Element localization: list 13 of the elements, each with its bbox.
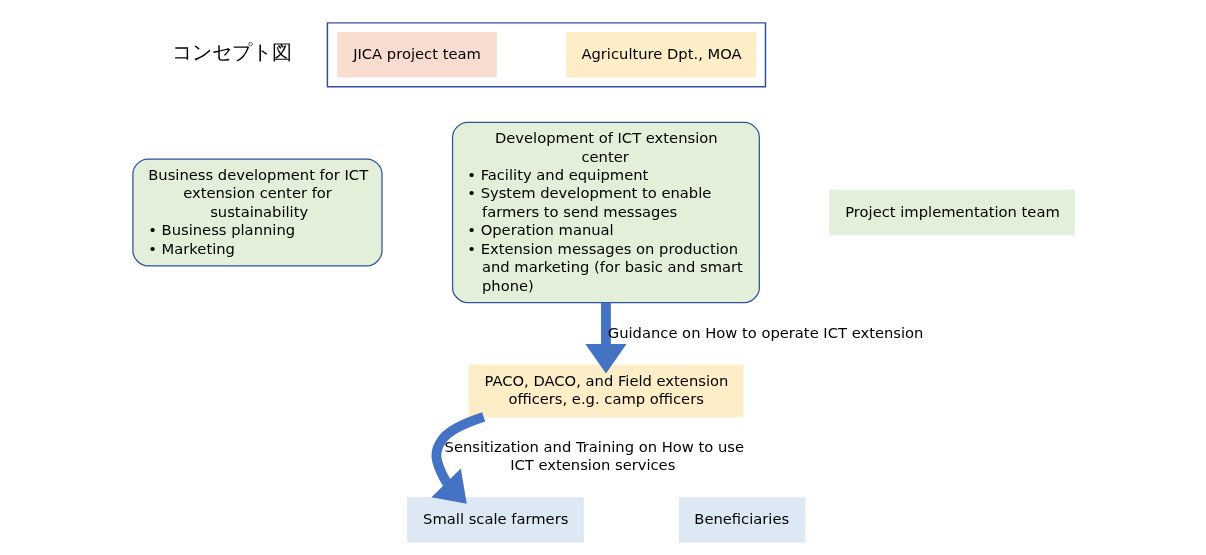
- node-box: PACO, DACO, and Field extension officers, e.g. camp officers: [468, 364, 743, 418]
- arrow: [584, 302, 627, 374]
- cluster: [326, 22, 766, 88]
- edge-label: Sensitization and Training on How to use ICT extension services: [444, 437, 744, 474]
- node-box: Small scale farmers: [406, 497, 584, 543]
- label: コンセプト図: [171, 41, 292, 65]
- node-box: JICA project team: [336, 32, 497, 78]
- node-box: Project implementation team: [828, 189, 1075, 236]
- node-box: Development of ICT extension center • Facility and equipment • System development to enable farmers to send messages • Operation manual • Extension messages on production and marketing (for basic and smart phone): [451, 121, 760, 304]
- node-box: Beneficiaries: [678, 497, 805, 543]
- arrow: [430, 412, 485, 504]
- node-box: Agriculture Dpt., MOA: [565, 32, 756, 78]
- node-box: Business development for ICT extension center for sustainability • Business planning • Marketing: [131, 158, 383, 267]
